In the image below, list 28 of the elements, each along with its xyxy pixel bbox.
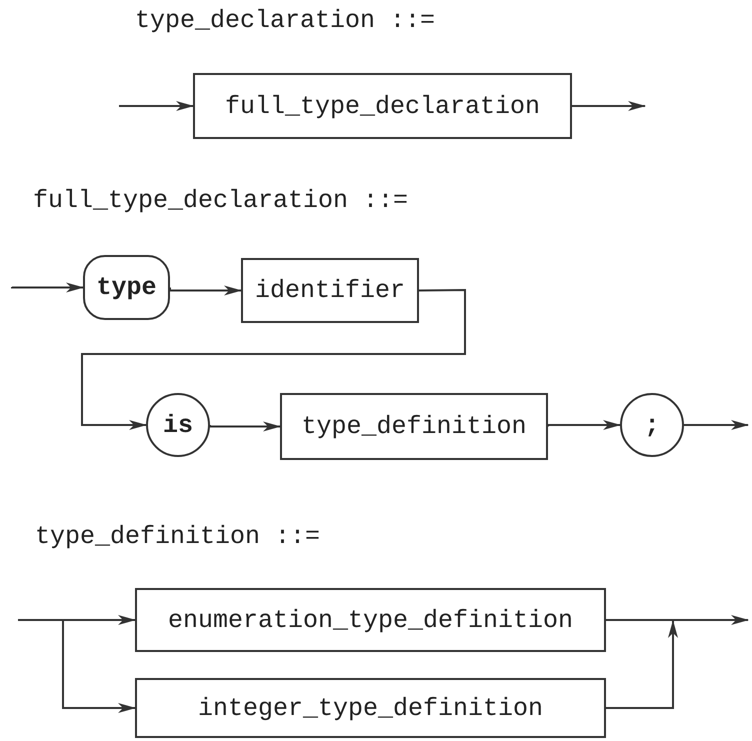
terminal-rounded-box <box>83 255 170 320</box>
arrow <box>18 619 136 713</box>
rule-heading: full_type_declaration ::= <box>33 186 408 215</box>
arrow <box>606 615 749 625</box>
arrow <box>572 101 646 111</box>
nonterminal-name: enumeration_type_definition <box>168 606 574 634</box>
arrow <box>119 101 194 111</box>
nonterminal-name: full_type_declaration <box>224 92 540 120</box>
nonterminal-name: integer_type_definition <box>198 694 544 722</box>
keyword: ; <box>644 410 660 440</box>
nonterminal-box <box>241 258 419 323</box>
nonterminal-name: type_definition <box>301 412 527 441</box>
arrow <box>11 282 84 292</box>
arrow <box>81 288 466 430</box>
nonterminal-box <box>135 588 606 652</box>
nonterminal-box <box>135 678 606 738</box>
arrow <box>606 620 678 709</box>
nonterminal-box <box>193 73 572 139</box>
keyword: type <box>96 273 156 302</box>
arrow <box>684 420 749 430</box>
arrow <box>209 422 281 432</box>
arrow <box>169 286 242 296</box>
rule-heading: type_declaration ::= <box>135 6 436 35</box>
arrow <box>547 420 621 430</box>
nonterminal-name: identifier <box>254 276 406 305</box>
nonterminal-box <box>280 393 548 460</box>
rule-heading: type_definition ::= <box>35 522 320 551</box>
keyword: is <box>162 410 193 440</box>
